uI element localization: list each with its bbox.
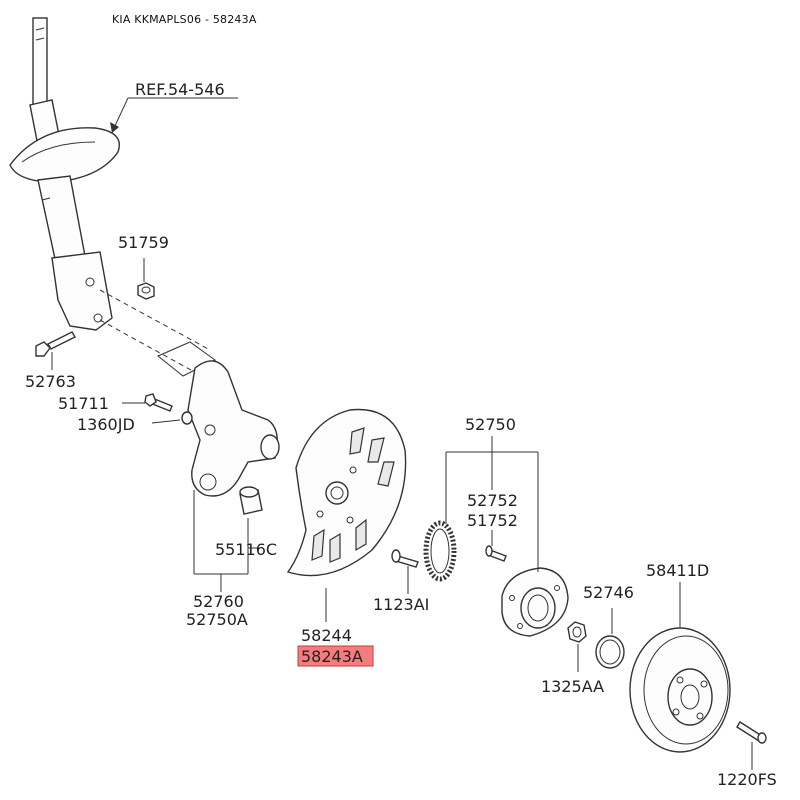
ref-label: REF.54-546 (135, 80, 225, 99)
hub-cap (595, 635, 625, 669)
label-51752: 51752 (467, 511, 518, 530)
bolt-1123AI (391, 549, 419, 568)
bushing (239, 486, 263, 515)
strut-assembly (9, 17, 120, 331)
nut-51759 (137, 282, 155, 300)
bolt-52752 (485, 545, 507, 562)
label-1123AI: 1123AI (373, 595, 429, 614)
label-58244: 58244 (301, 626, 352, 645)
label-1220FS: 1220FS (717, 770, 777, 789)
brake-disc (629, 627, 731, 753)
label-1360JD: 1360JD (77, 415, 135, 434)
label-55116C: 55116C (215, 540, 277, 559)
label-52750A: 52750A (186, 610, 248, 629)
diagram-header: KIA KKMAPLS06 - 58243A (112, 13, 257, 26)
label-52750: 52750 (465, 415, 516, 434)
wheel-hub (501, 567, 569, 637)
label-52746: 52746 (583, 583, 634, 602)
label-51759: 51759 (118, 233, 169, 252)
label-58243A: 58243A (301, 647, 363, 666)
label-1325AA: 1325AA (541, 677, 604, 696)
nut-1325AA (567, 621, 587, 643)
label-52752: 52752 (467, 491, 518, 510)
highlight-58243A (297, 645, 374, 667)
dust-cover (286, 408, 407, 577)
label-58411D: 58411D (646, 561, 709, 580)
bolt-51711 (144, 393, 173, 412)
washer-1360JD (181, 411, 193, 425)
abs-tone-ring (423, 520, 457, 582)
label-51711: 51711 (58, 394, 109, 413)
screw-1220FS (736, 721, 767, 744)
label-52760: 52760 (193, 592, 244, 611)
steering-knuckle (187, 360, 280, 497)
label-52763: 52763 (25, 372, 76, 391)
bolt-52763 (35, 331, 76, 357)
